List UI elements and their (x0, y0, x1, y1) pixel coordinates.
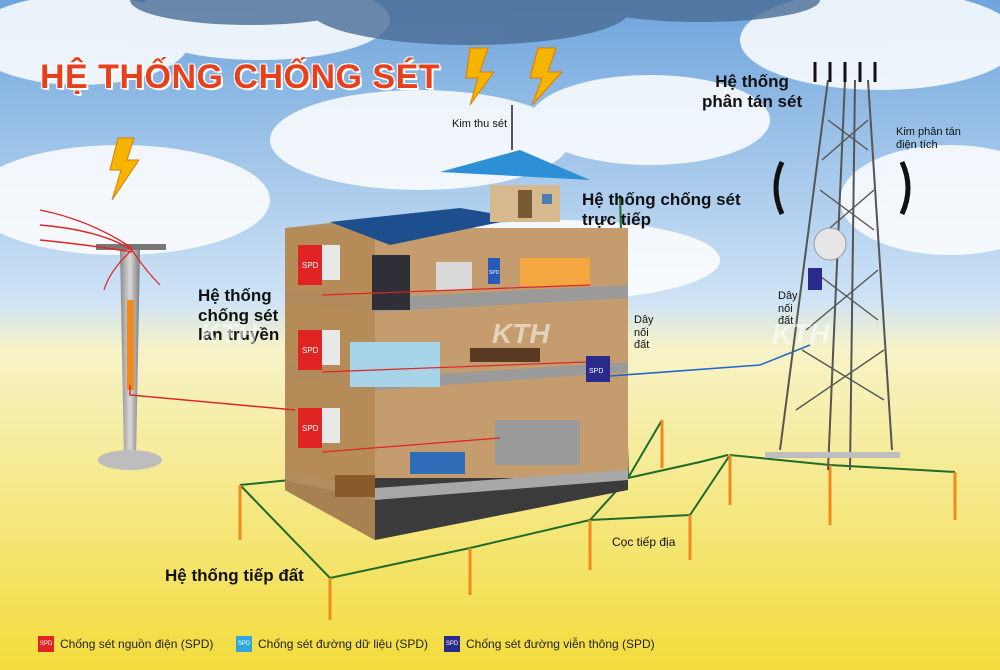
propagation-system-line-2: chống sét (198, 305, 279, 325)
building-cutaway (129, 105, 811, 540)
watermark-kth-1: KTH (200, 318, 258, 349)
ground-wire-building-line-3: đất (634, 339, 650, 352)
ground-wire-tower-line-2: nối (778, 302, 793, 315)
power-pole (39, 209, 166, 470)
ground-wire-building-label: Dây nối đất (634, 314, 654, 352)
legend-label-power: Chống sét nguồn điện (SPD) (60, 637, 214, 651)
propagation-system-line-3: lan truyền (198, 325, 280, 345)
ground-wire-tower-line-1: Dây (778, 290, 798, 302)
watermark-kth-2: KTH (492, 318, 550, 349)
propagation-system-line-1: Hệ thống (198, 286, 272, 305)
spd-tag-floor-3: SPD (302, 261, 319, 270)
ground-rod-label: Cọc tiếp địa (612, 535, 676, 549)
charge-dissipator-label: Kim phân tán điện tích (896, 126, 961, 151)
air-terminal-label: Kim thu sét (452, 118, 508, 130)
storm-clouds (130, 0, 820, 45)
legend-item-power: SPD Chống sét nguồn điện (SPD) (38, 636, 213, 652)
watermark-kth-3: KTH (772, 318, 830, 349)
ground-wire-building-line-1: Dây (634, 314, 654, 326)
legend-swatch-data-tag: SPD (237, 641, 251, 647)
ground-wire-tower-line-3: đất (778, 315, 794, 328)
spd-tag-data: SPD (489, 270, 500, 276)
legend-swatch-telecom-tag: SPD (445, 641, 459, 647)
dispersion-system-line-1: Hệ thống (715, 72, 789, 91)
ground-wire-building-line-2: nối (634, 326, 649, 339)
dispersion-system-line-2: phân tán sét (702, 91, 803, 111)
page-title: HỆ THỐNG CHỐNG SÉT (40, 58, 441, 96)
ground-wire-tower-label: Dây nối đất (778, 290, 798, 328)
legend-swatch-power: SPD (38, 636, 54, 652)
spd-tag-floor-2: SPD (302, 346, 319, 355)
direct-system-label: Hệ thống chống sét trực tiếp (582, 190, 741, 229)
dispersion-system-label: Hệ thống phân tán sét (702, 72, 802, 111)
direct-system-line-1: Hệ thống chống sét (582, 190, 741, 209)
telecom-tower (765, 62, 911, 471)
lightning-bolt-icon (109, 47, 564, 201)
grounding-system-label: Hệ thống tiếp đất (165, 566, 304, 585)
propagation-system-label: Hệ thống chống sét lan truyền (198, 286, 279, 345)
charge-dissipator-line-2: điện tích (896, 138, 938, 151)
direct-system-line-2: trực tiếp (582, 209, 651, 229)
spd-tag-floor-1: SPD (302, 424, 319, 433)
legend-swatch-power-tag: SPD (39, 641, 53, 647)
legend-swatch-telecom: SPD (444, 636, 460, 652)
legend-label-data: Chống sét đường dữ liệu (SPD) (258, 637, 429, 651)
spd-tag-telecom: SPD (589, 368, 603, 375)
charge-dissipator-line-1: Kim phân tán (896, 126, 961, 138)
ground-rods (238, 420, 957, 620)
legend-item-telecom: SPD Chống sét đường viễn thông (SPD) (444, 636, 655, 652)
legend-swatch-data: SPD (236, 636, 252, 652)
legend-label-telecom: Chống sét đường viễn thông (SPD) (466, 637, 655, 651)
legend-item-data: SPD Chống sét đường dữ liệu (SPD) (236, 636, 428, 652)
